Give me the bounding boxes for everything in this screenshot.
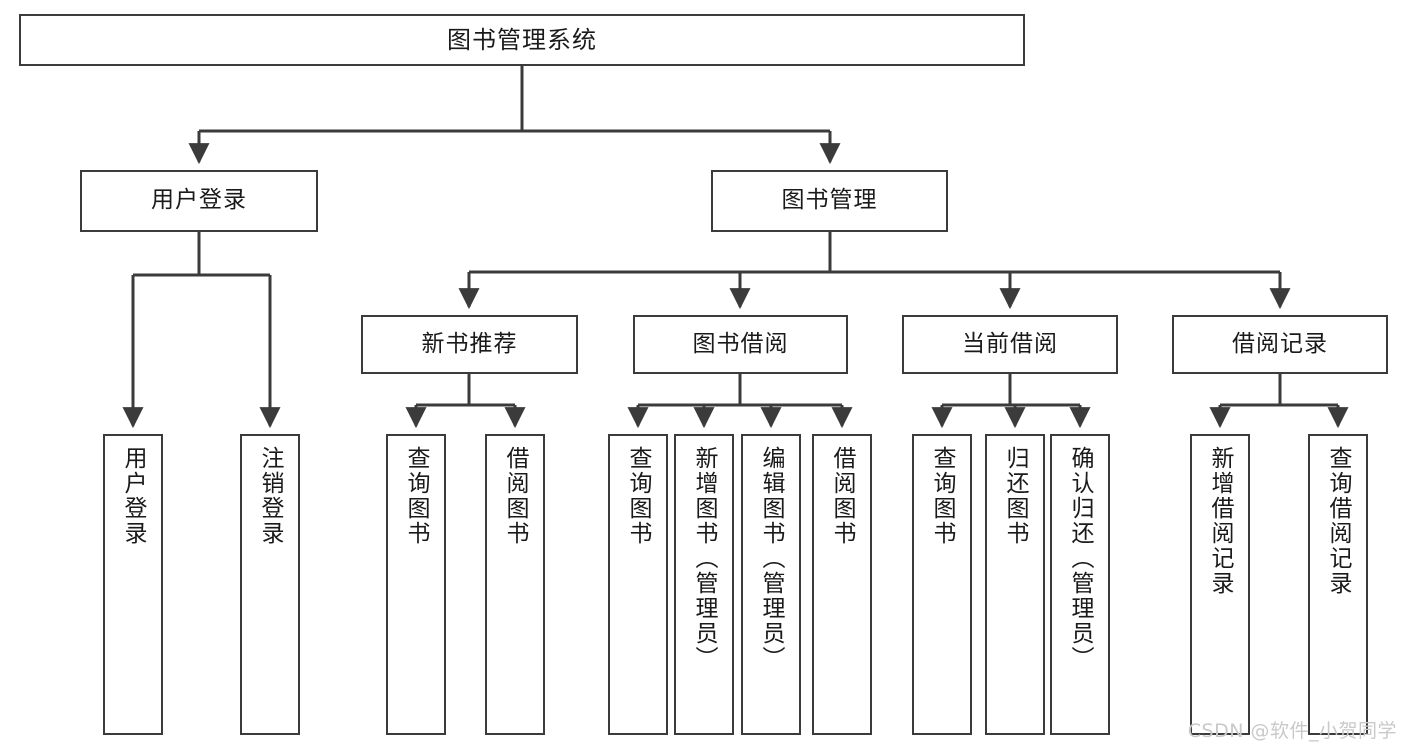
node-leaf-edit-book[interactable]: 编辑图书（管理员）	[741, 434, 801, 735]
node-user-login-label: 用户登录	[151, 187, 247, 214]
node-book-manage-label: 图书管理	[781, 187, 878, 214]
node-leaf-logout-label: 注销登录	[257, 446, 284, 546]
node-current-borrow[interactable]: 当前借阅	[902, 315, 1118, 374]
node-book-manage[interactable]: 图书管理	[711, 170, 948, 232]
node-leaf-confirm-return-label: 确认归还（管理员）	[1067, 446, 1094, 671]
node-leaf-query-book-3[interactable]: 查询图书	[912, 434, 972, 735]
node-leaf-query-book-3-label: 查询图书	[929, 446, 956, 546]
node-leaf-return-book-label: 归还图书	[1002, 446, 1029, 546]
node-root-label: 图书管理系统	[447, 25, 597, 54]
watermark-text: CSDN @软件_小贺同学	[1187, 720, 1397, 742]
node-leaf-borrow-book-2[interactable]: 借阅图书	[812, 434, 872, 735]
node-leaf-query-book-2[interactable]: 查询图书	[608, 434, 668, 735]
node-borrow-record[interactable]: 借阅记录	[1172, 315, 1388, 374]
node-leaf-query-record-label: 查询借阅记录	[1325, 446, 1352, 596]
node-user-login[interactable]: 用户登录	[80, 170, 318, 232]
node-leaf-edit-book-label: 编辑图书（管理员）	[758, 446, 785, 671]
node-book-borrow-label: 图书借阅	[692, 330, 789, 357]
node-leaf-return-book[interactable]: 归还图书	[985, 434, 1045, 735]
node-root[interactable]: 图书管理系统	[19, 14, 1025, 66]
node-leaf-query-record[interactable]: 查询借阅记录	[1308, 434, 1368, 735]
node-leaf-user-login-label: 用户登录	[120, 446, 147, 546]
node-leaf-add-book[interactable]: 新增图书（管理员）	[674, 434, 734, 735]
node-leaf-add-record[interactable]: 新增借阅记录	[1190, 434, 1250, 735]
node-leaf-add-record-label: 新增借阅记录	[1207, 446, 1234, 596]
node-leaf-confirm-return[interactable]: 确认归还（管理员）	[1050, 434, 1110, 735]
node-leaf-logout[interactable]: 注销登录	[240, 434, 300, 735]
node-book-borrow[interactable]: 图书借阅	[633, 315, 848, 374]
node-leaf-borrow-book-2-label: 借阅图书	[829, 446, 856, 546]
node-leaf-query-book-2-label: 查询图书	[625, 446, 652, 546]
node-leaf-borrow-book-1-label: 借阅图书	[502, 446, 529, 546]
node-leaf-add-book-label: 新增图书（管理员）	[691, 446, 718, 671]
node-new-book-recommend-label: 新书推荐	[421, 330, 518, 357]
node-new-book-recommend[interactable]: 新书推荐	[361, 315, 578, 374]
node-leaf-query-book-1[interactable]: 查询图书	[386, 434, 446, 735]
node-leaf-borrow-book-1[interactable]: 借阅图书	[485, 434, 545, 735]
node-leaf-query-book-1-label: 查询图书	[403, 446, 430, 546]
node-borrow-record-label: 借阅记录	[1232, 330, 1328, 357]
node-current-borrow-label: 当前借阅	[962, 330, 1058, 357]
node-leaf-user-login[interactable]: 用户登录	[103, 434, 163, 735]
